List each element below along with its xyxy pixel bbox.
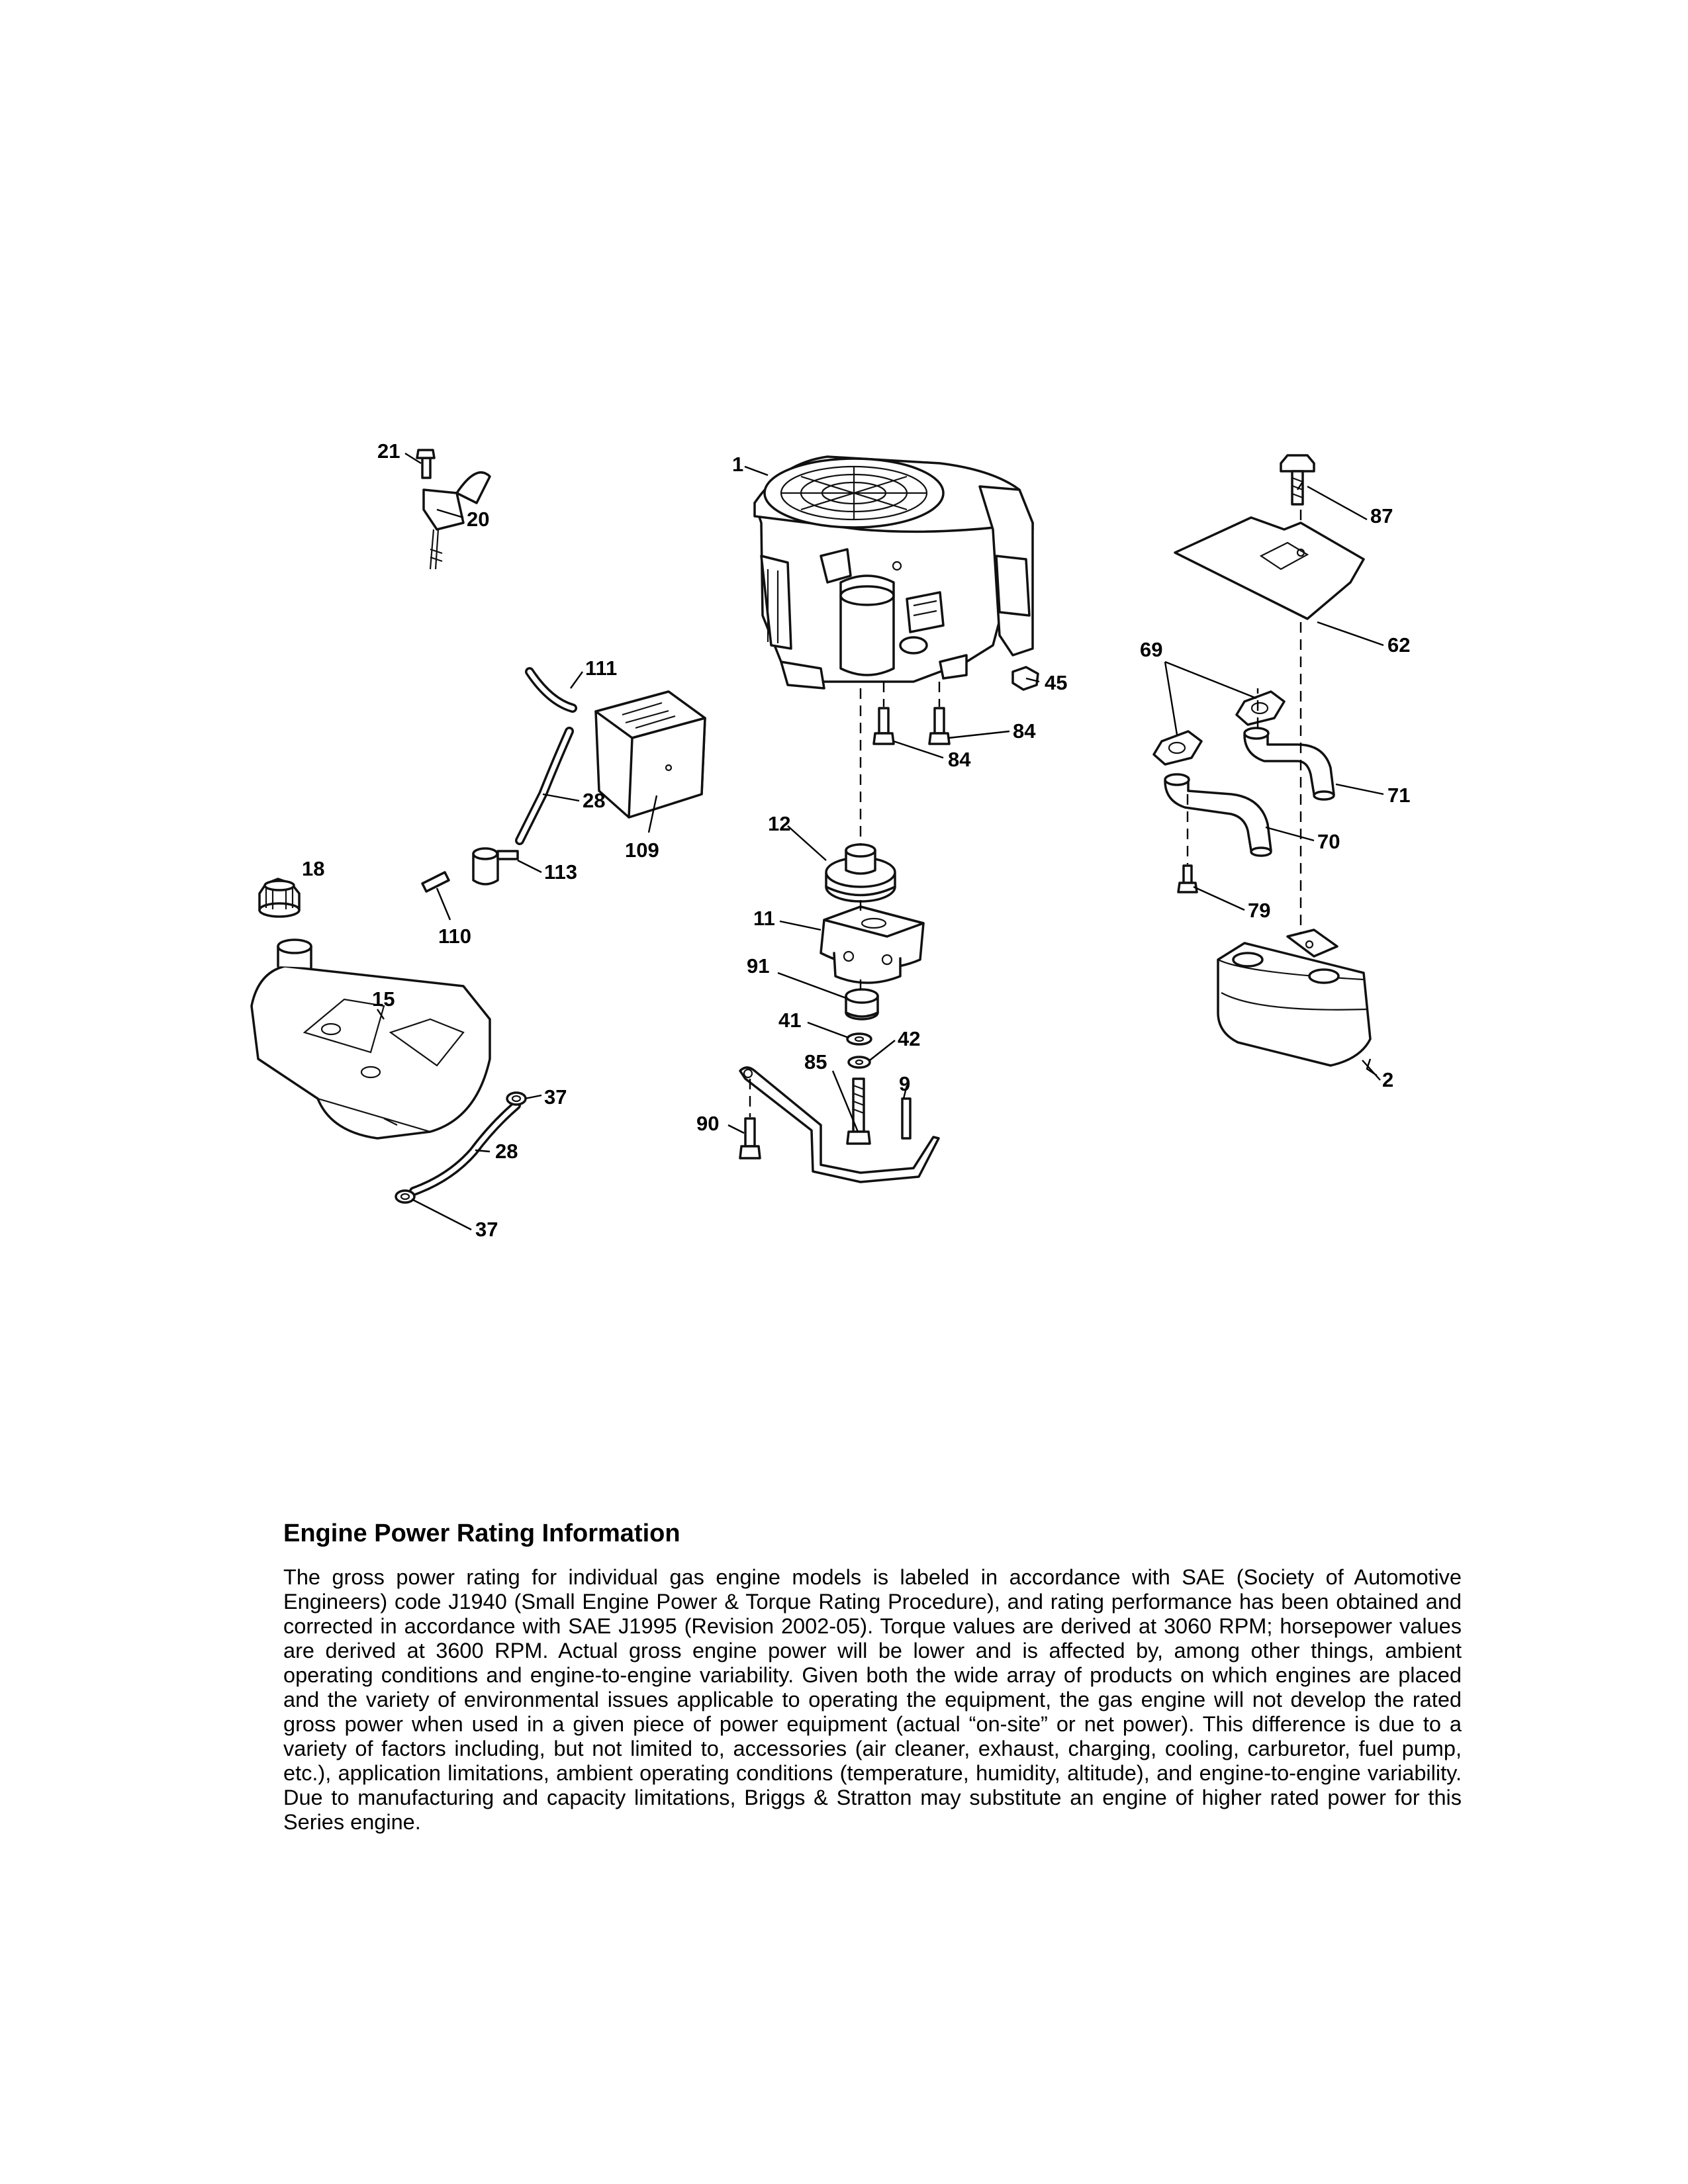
leader-lines (377, 452, 1384, 1231)
washers-41-42 (846, 1032, 872, 1069)
bracket-9 (739, 1066, 940, 1183)
fuel-shutoff-113 (472, 847, 519, 886)
engine (753, 455, 1034, 690)
callout-15: 15 (372, 987, 395, 1011)
section-heading: Engine Power Rating Information (283, 1520, 680, 1547)
callout-71: 71 (1387, 784, 1410, 807)
callout-1: 1 (732, 453, 743, 476)
callout-110: 110 (438, 925, 471, 948)
engine-power-rating-section: Engine Power Rating Information The gros… (283, 1520, 1462, 1835)
fitting-110 (421, 871, 450, 893)
callout-11: 11 (753, 907, 775, 930)
callout-21: 21 (377, 439, 400, 463)
callout-84-left: 84 (948, 748, 971, 771)
bolt-90 (739, 1117, 761, 1160)
gaskets-69 (1152, 690, 1286, 766)
callout-18: 18 (302, 857, 324, 880)
callout-labels: 1 2 9 11 12 15 18 20 21 28 28 37 37 41 4… (302, 439, 1410, 1241)
callout-37-upper: 37 (544, 1085, 567, 1109)
exhaust-pipe-70 (1164, 773, 1272, 857)
throttle-control-20 (422, 471, 491, 570)
nut-45 (1011, 666, 1039, 691)
fuel-line-28-upper (515, 727, 574, 845)
callout-37-lower: 37 (475, 1218, 498, 1241)
callout-70: 70 (1317, 830, 1340, 853)
callout-28-lower: 28 (495, 1140, 518, 1163)
filter-109 (594, 690, 706, 819)
fuel-cap-18 (258, 878, 301, 918)
clamp-37-upper (506, 1091, 527, 1106)
callout-69: 69 (1140, 638, 1162, 661)
screw-87 (1280, 454, 1315, 506)
muffler-2 (1217, 929, 1372, 1067)
centerlines (749, 510, 1302, 1117)
clutch-11 (820, 905, 925, 984)
fuel-line-111 (525, 667, 577, 713)
fuel-line-28-lower (409, 1101, 521, 1196)
callout-91: 91 (747, 954, 769, 978)
callout-12: 12 (768, 812, 790, 835)
callout-90: 90 (696, 1112, 719, 1135)
bolt-85 (846, 1077, 871, 1145)
exhaust-pipe-71 (1243, 727, 1335, 801)
bushing-91 (845, 988, 879, 1021)
callout-84-right: 84 (1013, 719, 1036, 743)
callout-87: 87 (1370, 504, 1393, 527)
screw-21 (416, 449, 436, 479)
pulley-12 (825, 843, 896, 903)
callout-85: 85 (804, 1050, 827, 1073)
callout-42: 42 (898, 1027, 920, 1050)
heat-shield-62 (1174, 516, 1365, 620)
clamp-37-lower (395, 1189, 416, 1204)
bolts-84 (872, 707, 951, 745)
bolt-79 (1177, 864, 1198, 893)
callout-9: 9 (899, 1072, 910, 1095)
callout-2: 2 (1382, 1068, 1393, 1091)
callout-20: 20 (467, 508, 489, 531)
callout-111: 111 (585, 657, 617, 680)
callout-113: 113 (544, 860, 577, 884)
callout-41: 41 (778, 1009, 801, 1032)
callout-62: 62 (1387, 633, 1410, 657)
callout-45: 45 (1045, 671, 1067, 694)
callout-28-upper: 28 (583, 789, 605, 812)
callout-109: 109 (625, 839, 659, 862)
fuel-tank-15 (250, 938, 491, 1140)
section-body-text: The gross power rating for individual ga… (283, 1565, 1462, 1834)
callout-79: 79 (1248, 899, 1270, 922)
